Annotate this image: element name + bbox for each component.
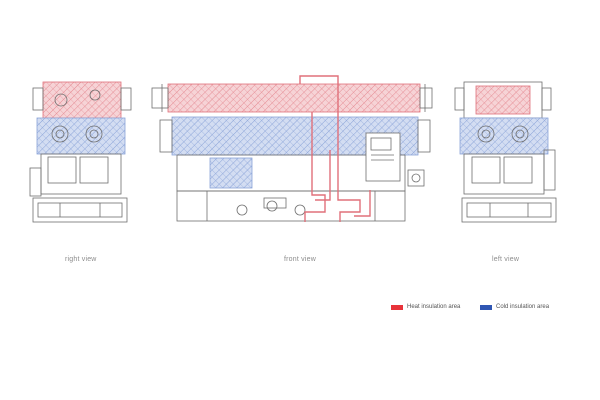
front-view-heat-piping xyxy=(299,75,371,222)
heat-legend-label: Heat insulation area xyxy=(407,304,461,310)
right-view-caption: right view xyxy=(65,256,97,263)
front-view-drawing xyxy=(151,83,433,222)
cold-legend-label: Cold insulation area xyxy=(496,304,550,310)
left-view-caption: left view xyxy=(492,256,520,263)
left-view-drawing xyxy=(454,81,557,223)
cold-swatch xyxy=(480,304,492,310)
heat-swatch xyxy=(391,304,403,310)
legend-heat-insulation: Heat insulation area xyxy=(391,304,460,310)
front-view-caption: front view xyxy=(284,256,316,263)
legend-cold-insulation: Cold insulation area xyxy=(480,304,549,310)
right-view-drawing xyxy=(29,81,132,223)
